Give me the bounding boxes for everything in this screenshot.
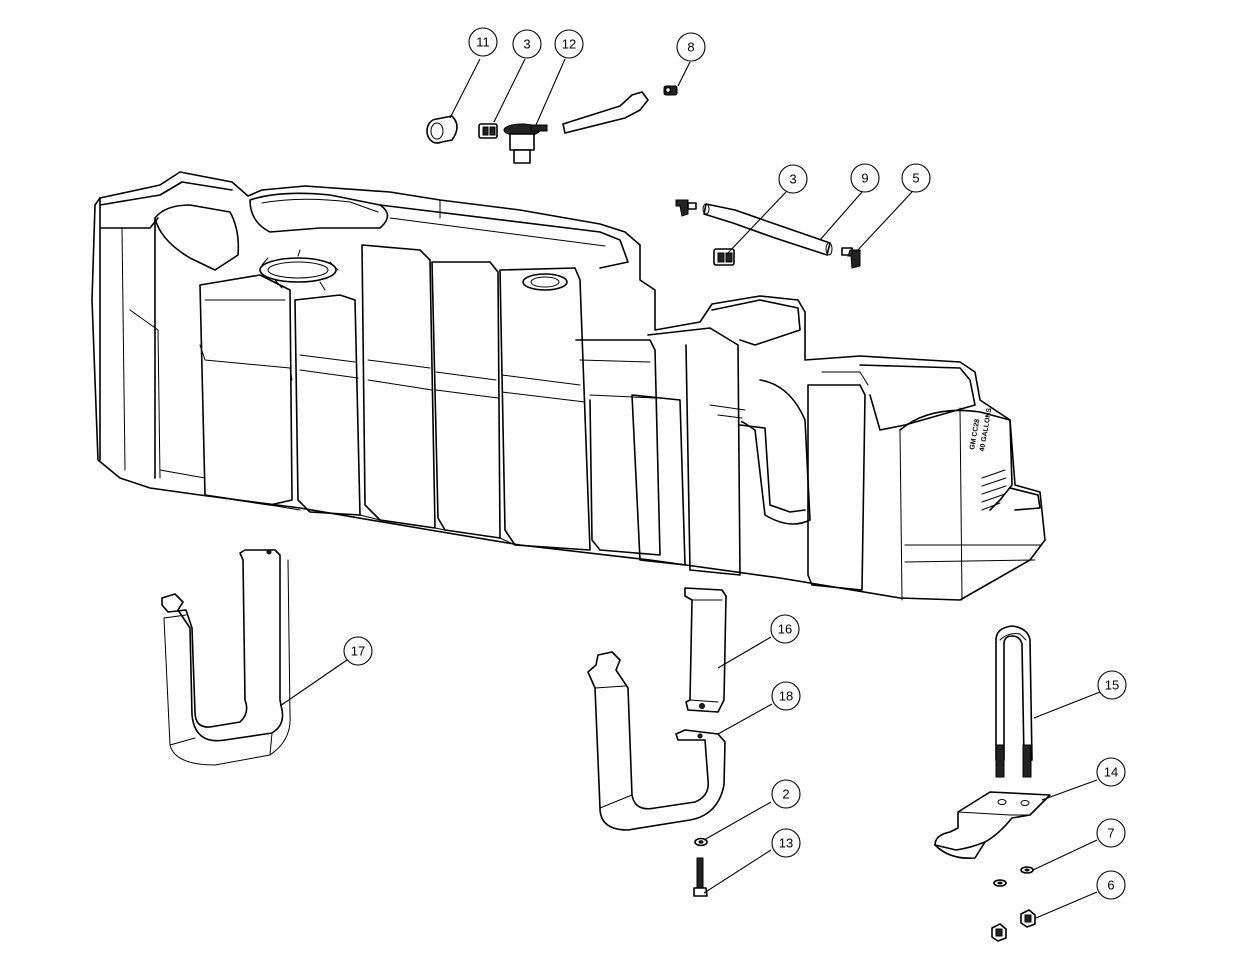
part-strap-17 — [161, 549, 291, 766]
part-nut-6 — [991, 909, 1036, 942]
balloon-18: 18 — [771, 681, 801, 711]
part-strap-16 — [684, 587, 727, 713]
part-ubolt-15 — [995, 625, 1033, 778]
svg-text:5: 5 — [912, 171, 919, 186]
svg-text:2: 2 — [782, 787, 789, 802]
balloon-2: 2 — [771, 779, 801, 809]
part-washer-2 — [694, 837, 708, 847]
svg-text:3: 3 — [789, 172, 796, 187]
part-elbow-5 — [841, 247, 861, 269]
svg-text:14: 14 — [1104, 765, 1118, 780]
svg-text:3: 3 — [523, 37, 530, 52]
tank-label-fineprint — [981, 469, 1007, 511]
part-fitting-8 — [663, 85, 678, 96]
balloon-16: 16 — [770, 614, 800, 644]
balloon-5: 5 — [901, 163, 931, 193]
svg-text:7: 7 — [1107, 826, 1114, 841]
part-collar — [426, 115, 458, 144]
balloon-3: 3 — [512, 29, 542, 59]
fuel-tank: GM CC28 40 GALLONS — [91, 171, 1046, 601]
balloon-6: 6 — [1096, 870, 1126, 900]
part-bolt-13 — [693, 857, 708, 897]
svg-text:12: 12 — [562, 37, 576, 52]
part-elbow-left — [675, 199, 697, 217]
balloon-12: 12 — [554, 29, 584, 59]
leader-lines — [279, 58, 1101, 919]
svg-text:11: 11 — [476, 35, 490, 50]
part-washer-7 — [993, 866, 1034, 887]
svg-text:13: 13 — [779, 836, 793, 851]
balloon-7: 7 — [1096, 818, 1126, 848]
svg-text:6: 6 — [1107, 878, 1114, 893]
balloon-13: 13 — [771, 828, 801, 858]
part-connector-b — [713, 248, 735, 266]
balloon-15: 15 — [1097, 670, 1127, 700]
balloon-14: 14 — [1096, 757, 1126, 787]
part-bracket-14 — [934, 791, 1051, 860]
part-connector-a — [478, 123, 498, 139]
balloon-3-lower: 3 — [778, 164, 808, 194]
balloon-8: 8 — [676, 32, 706, 62]
part-hose-long — [702, 203, 833, 256]
svg-text:18: 18 — [779, 689, 793, 704]
svg-text:9: 9 — [861, 171, 868, 186]
svg-text:15: 15 — [1105, 678, 1119, 693]
part-strap-18 — [587, 651, 726, 831]
part-valve — [503, 123, 548, 164]
balloon-9: 9 — [850, 163, 880, 193]
part-hose-top — [562, 91, 649, 134]
svg-text:16: 16 — [778, 622, 792, 637]
svg-text:8: 8 — [687, 40, 694, 55]
svg-text:17: 17 — [351, 644, 365, 659]
balloon-17: 17 — [343, 636, 373, 666]
balloon-11: 11 — [468, 27, 498, 57]
